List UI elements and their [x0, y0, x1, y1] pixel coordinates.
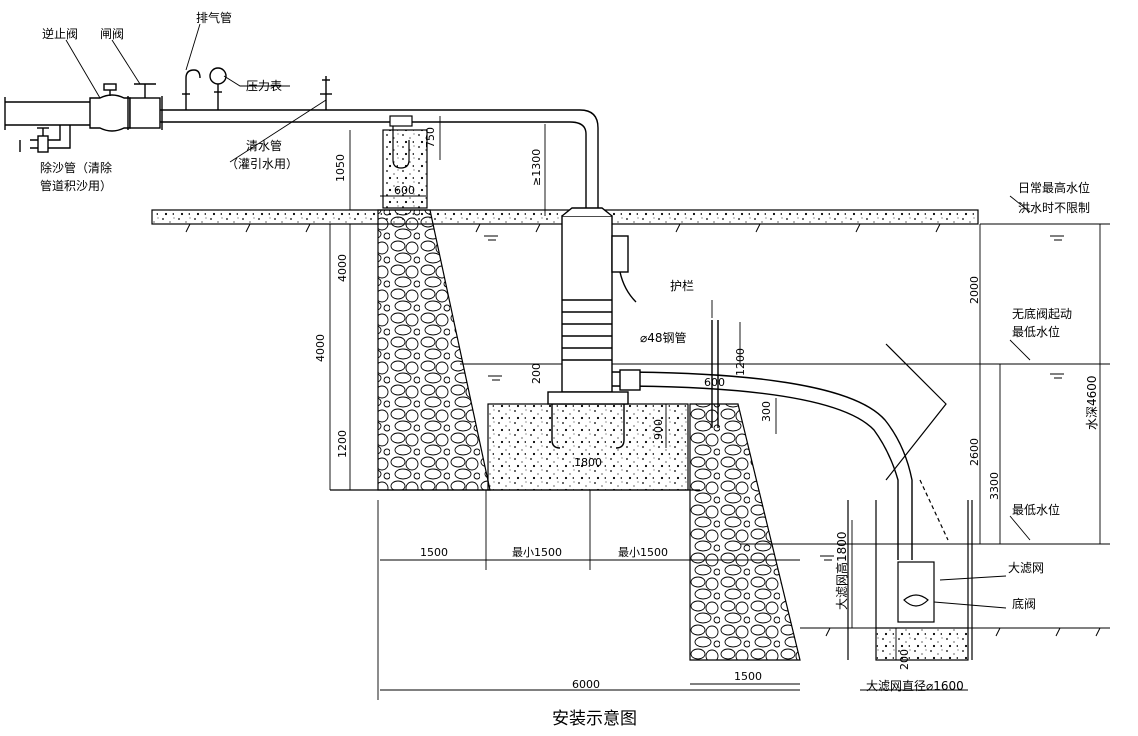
- dim-300: 300: [760, 401, 773, 422]
- dim-900: 900: [652, 419, 665, 440]
- dim-1050: 1050: [334, 154, 347, 182]
- rubble-wall-lower: [689, 403, 801, 661]
- label-filter-diameter: 大滤网直径⌀1600: [866, 679, 964, 693]
- label-desand-pipe-2: 管道积沙用）: [40, 178, 112, 193]
- dim-min-1500-a: 最小1500: [512, 546, 562, 559]
- label-clean-water-note: （灌引水用）: [226, 157, 298, 171]
- outlet-anchor-block: [382, 115, 428, 209]
- dim-600-top: 600: [394, 184, 415, 197]
- filter-pit: [847, 343, 973, 661]
- label-gate-valve: 闸阀: [100, 27, 124, 41]
- label-min-level: 最低水位: [1012, 502, 1060, 517]
- dim-1500-bottom: 1500: [734, 670, 762, 683]
- label-check-valve: 逆止阀: [42, 26, 78, 41]
- railing: [711, 320, 719, 428]
- exhaust-pipe: [182, 69, 201, 110]
- dim-2600: 2600: [968, 438, 981, 466]
- label-exhaust-pipe: 排气管: [196, 10, 232, 25]
- dim-6000: 6000: [572, 678, 600, 691]
- dim-2000: 2000: [968, 276, 981, 304]
- dim-600-railing: 600: [704, 376, 725, 389]
- dim-1300: ≥1300: [530, 149, 543, 186]
- dim-3300: 3300: [988, 472, 1001, 500]
- diagram-caption: 安装示意图: [552, 709, 637, 729]
- label-flood-unlimited: 洪水时不限制: [1018, 201, 1090, 215]
- label-desand-pipe-1: 除沙管（清除: [40, 160, 112, 175]
- rubble-wall-upper: [377, 209, 491, 491]
- label-clean-water-pipe: 清水管: [246, 138, 282, 153]
- label-steel-pipe: ⌀48钢管: [640, 330, 687, 345]
- pump-foundation: [330, 403, 700, 491]
- gate-valve: [127, 83, 163, 130]
- dim-1200-left: 1200: [336, 430, 349, 458]
- dim-1200-railing: 1200: [734, 348, 747, 376]
- label-bottom-valve: 底阀: [1012, 596, 1036, 611]
- label-filter-height: 大滤网高1800: [834, 531, 849, 610]
- desand-pipe: [19, 125, 71, 153]
- dim-4000-outer: 4000: [314, 334, 327, 362]
- dim-200-filter: 200: [898, 649, 911, 670]
- dim-1500-left: 1500: [420, 546, 448, 559]
- label-pressure-gauge: 压力表: [246, 79, 282, 93]
- label-water-depth: 水深4600: [1085, 375, 1099, 430]
- check-valve: [89, 83, 131, 132]
- dim-4000-inner: 4000: [336, 254, 349, 282]
- label-no-valve-start-2: 最低水位: [1012, 324, 1060, 339]
- label-railing: 护栏: [670, 278, 694, 293]
- label-big-filter: 大滤网: [1008, 561, 1044, 575]
- submersible-pump: [547, 207, 637, 449]
- pressure-gauge-icon: [209, 67, 227, 110]
- clean-water-valve: [320, 76, 332, 110]
- dim-1800: 1800: [574, 456, 602, 469]
- ground-hatch: [185, 223, 941, 233]
- dim-200-pump: 200: [530, 363, 543, 384]
- label-daily-max-level: 日常最高水位: [1018, 180, 1090, 195]
- label-no-valve-start-1: 无底阀起动: [1012, 306, 1072, 321]
- dimension-lines: [329, 116, 1101, 700]
- outlet-pipeline: [4, 97, 599, 215]
- dim-750: 750: [424, 127, 437, 148]
- leader-lines: [65, 23, 1031, 609]
- dim-min-1500-b: 最小1500: [618, 546, 668, 559]
